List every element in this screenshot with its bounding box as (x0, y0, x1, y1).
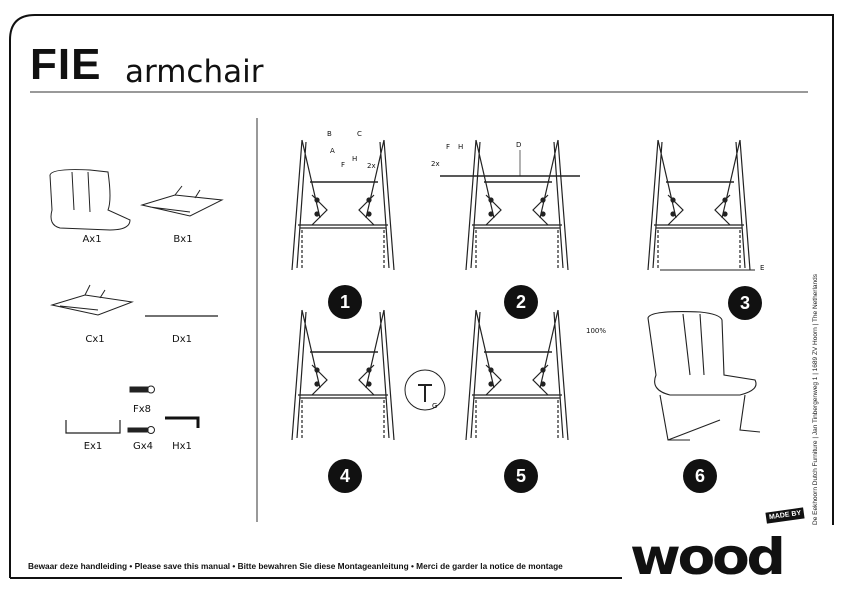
callout-tighten: 100% (586, 327, 607, 335)
brand-logo: wood (630, 528, 786, 586)
callout-qty: 2x (367, 162, 376, 170)
part-label-g: Gx4 (132, 441, 154, 452)
part-label-a: Ax1 (82, 234, 102, 245)
callout-a: A (330, 147, 335, 155)
footer-notice: Bewaar deze handleiding • Please save th… (28, 561, 563, 571)
part-g-screw (127, 426, 155, 434)
part-label-b: Bx1 (173, 234, 193, 245)
part-label-e: Ex1 (83, 441, 103, 452)
callout-g: G (432, 402, 438, 410)
callout-h: H (352, 155, 358, 163)
step3-drawing (647, 139, 751, 271)
callout-f: F (341, 161, 346, 169)
callout-h-2: H (458, 143, 464, 151)
part-a-seat (49, 169, 131, 231)
part-label-d: Dx1 (172, 334, 192, 345)
step-5-badge: 5 (504, 459, 538, 493)
callout-b: B (327, 130, 332, 138)
callout-c: C (357, 130, 362, 138)
step-4-badge: 4 (328, 459, 362, 493)
part-label-f: Fx8 (132, 404, 152, 415)
part-c-frame (50, 284, 134, 316)
step-1-badge: 1 (328, 285, 362, 319)
callout-d: D (516, 141, 522, 149)
part-b-frame (140, 185, 224, 217)
part-h-allen-key (165, 416, 200, 428)
part-f-bolt (129, 385, 155, 394)
step-3-badge: 3 (728, 286, 762, 320)
step5-drawing (465, 309, 569, 441)
callout-qty-2: 2x (431, 160, 440, 168)
product-type: armchair (125, 54, 264, 90)
part-label-c: Cx1 (85, 334, 105, 345)
step4-drawing (291, 309, 395, 441)
step-6-badge: 6 (683, 459, 717, 493)
step-2-badge: 2 (504, 285, 538, 319)
callout-f-2: F (446, 143, 451, 151)
callout-e: E (760, 264, 765, 272)
part-e-glides (65, 420, 121, 434)
step6-chair (647, 311, 761, 441)
step1-drawing (291, 139, 395, 271)
part-label-h: Hx1 (172, 441, 192, 452)
company-address: De Eekhoorn Dutch Furniture | Jan Tinber… (812, 273, 819, 525)
step2-drawing (465, 139, 569, 271)
product-name: FIE (30, 40, 102, 89)
